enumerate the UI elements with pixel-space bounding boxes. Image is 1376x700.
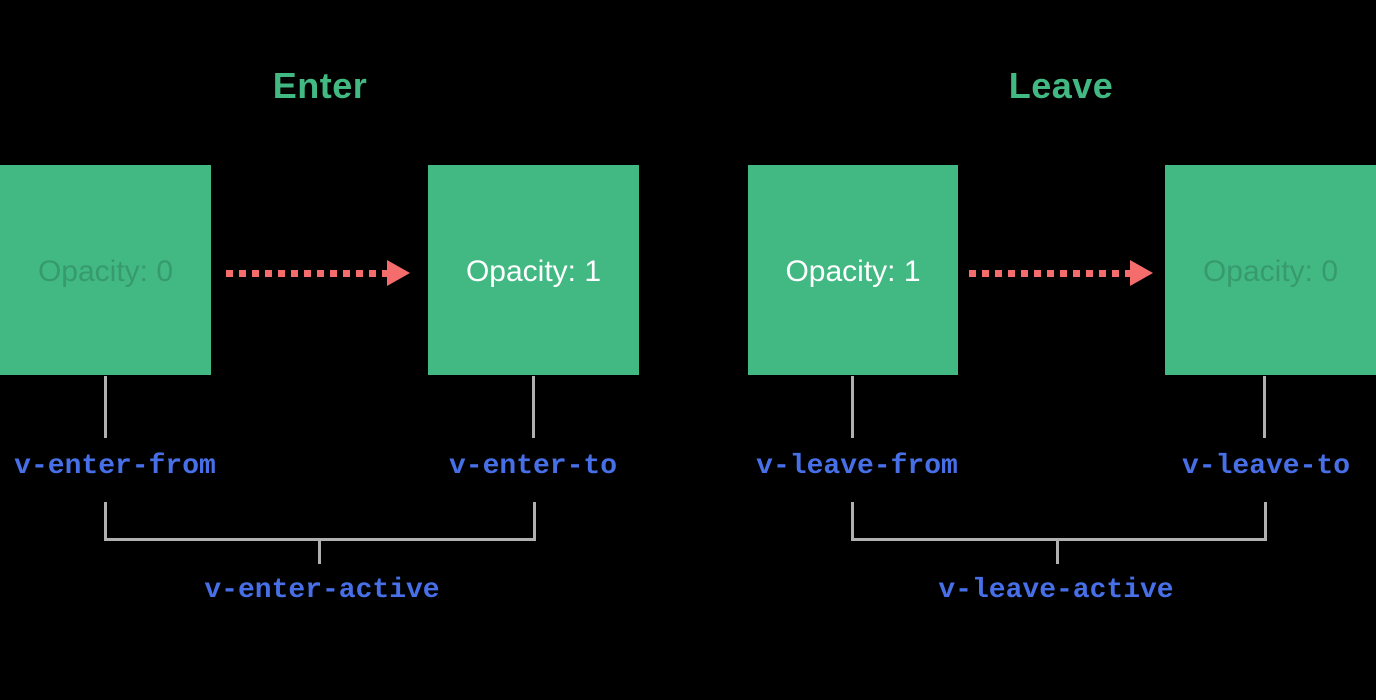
enter-arrow-head-icon [387,260,410,286]
leave-to-connector-line [1263,376,1266,438]
leave-from-opacity-text: Opacity: 1 [785,255,921,288]
enter-section-title: Enter [272,65,368,106]
v-leave-from-label: v-leave-from [756,451,958,482]
enter-from-opacity-text: Opacity: 0 [37,255,174,288]
enter-active-bracket [104,502,536,541]
v-leave-active-label: v-leave-active [938,575,1174,606]
leave-active-bracket-stem [1056,539,1059,564]
enter-to-opacity-text: Opacity: 1 [465,255,602,288]
leave-to-state-box: Opacity: 0 [1165,165,1376,375]
enter-to-state-box: Opacity: 1 [428,165,639,375]
leave-arrow-head-icon [1130,260,1153,286]
leave-to-opacity-text: Opacity: 0 [1202,255,1339,288]
v-enter-to-label: v-enter-to [448,451,618,482]
v-enter-active-label: v-enter-active [204,575,440,606]
enter-from-connector-line [104,376,107,438]
enter-active-bracket-stem [318,539,321,564]
enter-from-state-box: Opacity: 0 [0,165,211,375]
leave-arrow-dashes [969,270,1131,277]
enter-to-connector-line [532,376,535,438]
leave-from-connector-line [851,376,854,438]
v-enter-from-label: v-enter-from [14,451,216,482]
leave-section-title: Leave [1008,65,1114,106]
leave-active-bracket [851,502,1267,541]
v-leave-to-label: v-leave-to [1181,451,1351,482]
leave-from-state-box: Opacity: 1 [748,165,958,375]
enter-arrow-dashes [226,270,388,277]
